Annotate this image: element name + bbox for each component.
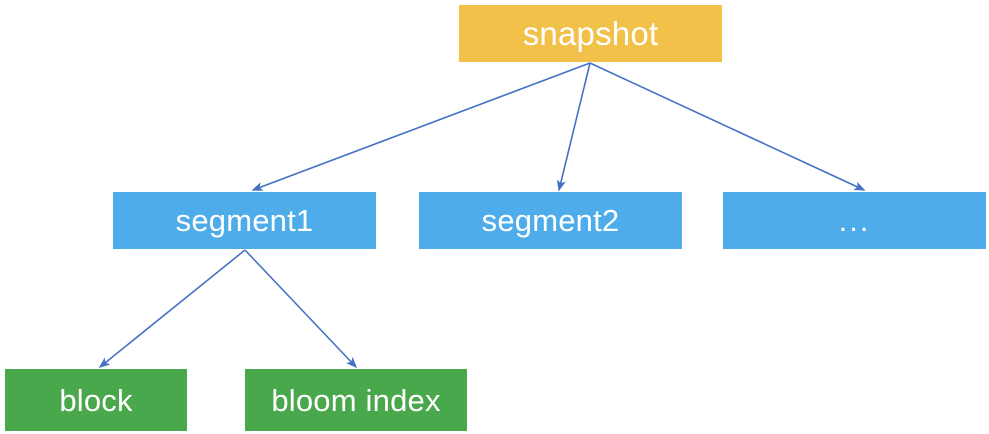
edge-snapshot-to-segment1 [251, 62, 591, 191]
node-segment2-label: segment2 [481, 203, 620, 238]
edge-segment1-to-bloom-index [244, 249, 358, 369]
node-segment-more-label: ... [838, 203, 871, 238]
edge-snapshot-to-segment2 [556, 62, 591, 192]
node-bloom-index-label: bloom index [271, 382, 441, 418]
node-bloom-index[interactable]: bloom index [245, 369, 467, 431]
node-segment1-label: segment1 [175, 203, 314, 238]
node-block-label: block [59, 382, 133, 418]
edge-snapshot-to-segment-more [589, 62, 866, 191]
node-block[interactable]: block [5, 369, 187, 431]
node-segment1[interactable]: segment1 [113, 192, 376, 249]
edge-segment1-to-block [98, 249, 246, 369]
node-snapshot[interactable]: snapshot [459, 5, 722, 62]
node-segment-more[interactable]: ... [723, 192, 986, 249]
node-segment2[interactable]: segment2 [419, 192, 682, 249]
node-snapshot-label: snapshot [522, 15, 659, 52]
